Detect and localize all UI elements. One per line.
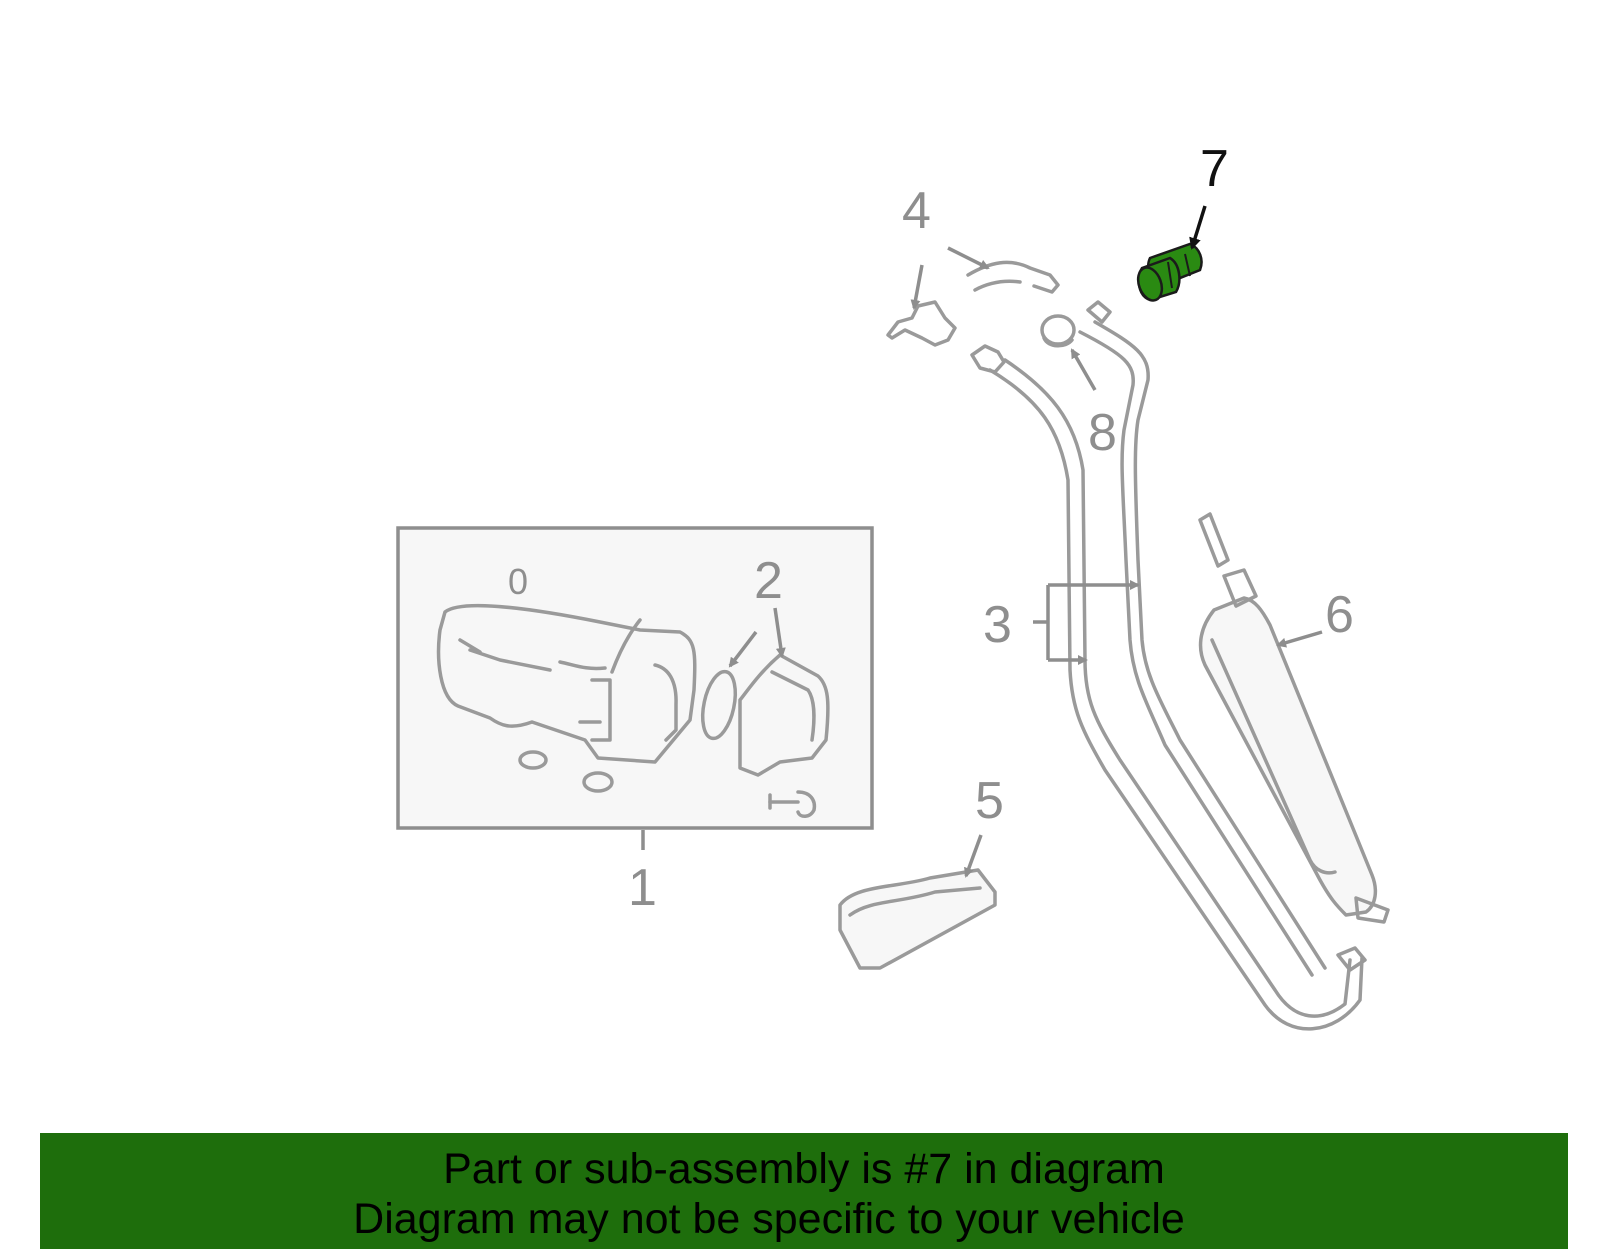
- connectors: [886, 260, 1112, 374]
- callout-3: 3: [983, 596, 1012, 654]
- info-banner: Part or sub-assembly is #7 in diagram Di…: [40, 1133, 1568, 1249]
- filler-pipe: [988, 320, 1364, 1031]
- banner-line-2: Diagram may not be specific to your vehi…: [353, 1195, 1185, 1243]
- banner-line-1: Part or sub-assembly is #7 in diagram: [443, 1145, 1165, 1193]
- callout-2: 2: [754, 552, 783, 610]
- gasket-plate: [700, 653, 830, 818]
- part-7-valve: [1136, 242, 1203, 302]
- vent-tube: [1198, 512, 1390, 972]
- leader-lines: [728, 205, 1323, 878]
- callout-0: 0: [508, 561, 528, 602]
- callout-6: 6: [1325, 586, 1354, 644]
- callout-7: 7: [1200, 140, 1229, 198]
- callout-8: 8: [1088, 404, 1117, 462]
- pump-body: [436, 603, 697, 793]
- callout-5: 5: [975, 772, 1004, 830]
- callout-4: 4: [902, 182, 931, 240]
- callout-1: 1: [628, 859, 657, 917]
- callout-labels: 7 4 8 3 6 5 2 0 1: [508, 140, 1354, 917]
- tray: [838, 868, 997, 970]
